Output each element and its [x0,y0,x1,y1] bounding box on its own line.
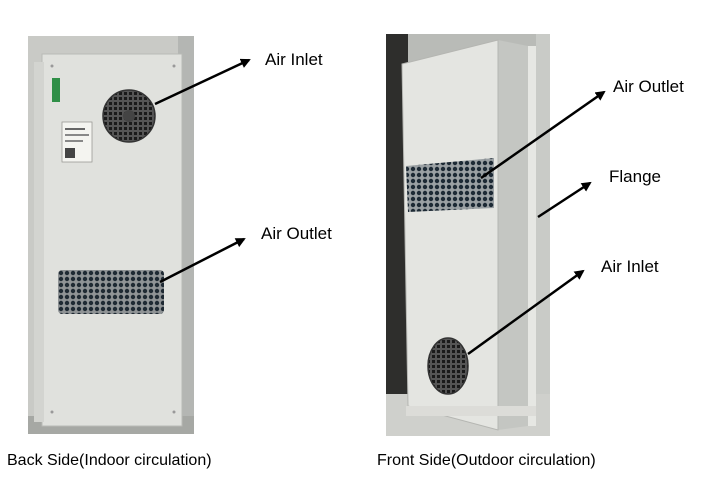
caption-front-side: Front Side(Outdoor circulation) [377,452,596,469]
arrow-front-air-outlet [480,90,606,180]
back-side-unit-drawing [28,36,194,434]
arrow-front-air-inlet [467,269,585,356]
label-back-air-outlet: Air Outlet [261,224,332,243]
label-front-air-outlet: Air Outlet [613,77,684,96]
arrow-back-air-outlet [159,237,246,284]
label-front-air-inlet: Air Inlet [601,257,659,276]
front-side-unit-drawing [386,34,550,436]
caption-back-side: Back Side(Indoor circulation) [7,452,212,469]
label-back-air-inlet: Air Inlet [265,50,323,69]
arrow-front-flange [537,181,592,219]
back-side-photo [28,36,194,434]
front-side-photo [386,34,550,436]
label-front-flange: Flange [609,167,661,186]
arrow-back-air-inlet [154,58,251,106]
